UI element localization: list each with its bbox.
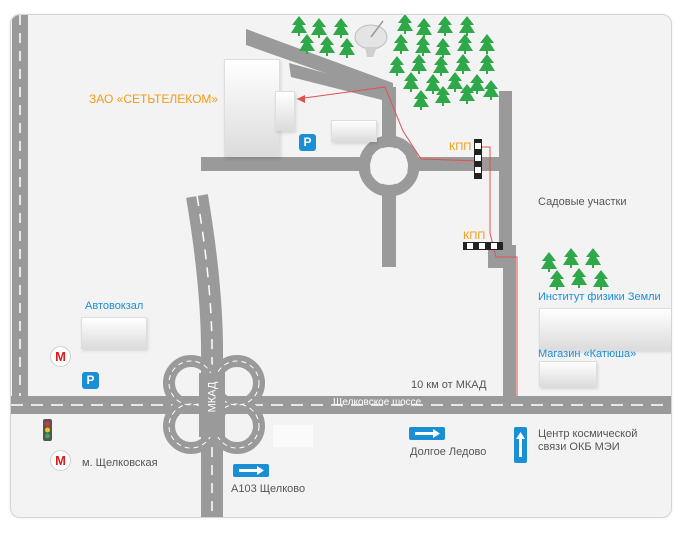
a103-label: А103 Щелково <box>231 483 306 495</box>
direction-arrow-icon <box>514 427 527 463</box>
metro-icon: М <box>50 450 71 471</box>
gardens-label: Садовые участки <box>538 196 627 208</box>
mkad-road <box>186 194 224 517</box>
checkpoint-label-1: КПП <box>449 141 472 153</box>
dolgoe-ledovo-label: Долгое Ледово <box>410 446 487 458</box>
institute-label: Институт физики Земли <box>538 291 661 303</box>
mkad-label: МКАД <box>206 381 219 413</box>
highway-label: Щелковское шоссе <box>333 397 422 408</box>
map-canvas <box>11 15 671 517</box>
bus-station-building <box>81 317 147 349</box>
company-roads <box>201 29 516 400</box>
direction-arrow-icon <box>233 464 269 477</box>
bus-station-label: Автовокзал <box>85 300 144 312</box>
store-building <box>539 361 597 387</box>
mkad-interchange <box>163 355 265 454</box>
company-label: ЗАО «СЕТЬТЕЛЕКОМ» <box>89 92 219 106</box>
barrier-icon <box>474 139 482 179</box>
institute-building <box>539 308 671 350</box>
satellite-dish-icon <box>354 20 388 57</box>
space-center-label: Центр космической связи ОКБ МЭИ <box>538 428 638 453</box>
map-frame: ЗАО «СЕТЬТЕЛЕКОМ» КПП КПП Садовые участк… <box>10 14 672 518</box>
store-label: Магазин «Катюша» <box>538 348 637 360</box>
checkpoint-label-2: КПП <box>463 230 486 242</box>
metro-icon: М <box>50 346 71 367</box>
distance-label: 10 км от МКАД <box>411 379 487 391</box>
metro-station-label: м. Щелковская <box>82 457 158 469</box>
traffic-light-icon <box>43 419 52 441</box>
company-annex <box>275 91 295 131</box>
barrier-icon <box>463 242 503 250</box>
building-near-parking <box>331 120 377 142</box>
blank-box <box>273 425 313 447</box>
parking-icon: P <box>299 134 316 151</box>
left-road <box>12 15 28 405</box>
parking-icon: P <box>82 372 99 389</box>
direction-arrow-icon <box>409 427 445 440</box>
company-building <box>224 59 280 157</box>
institute-trees <box>541 248 609 290</box>
